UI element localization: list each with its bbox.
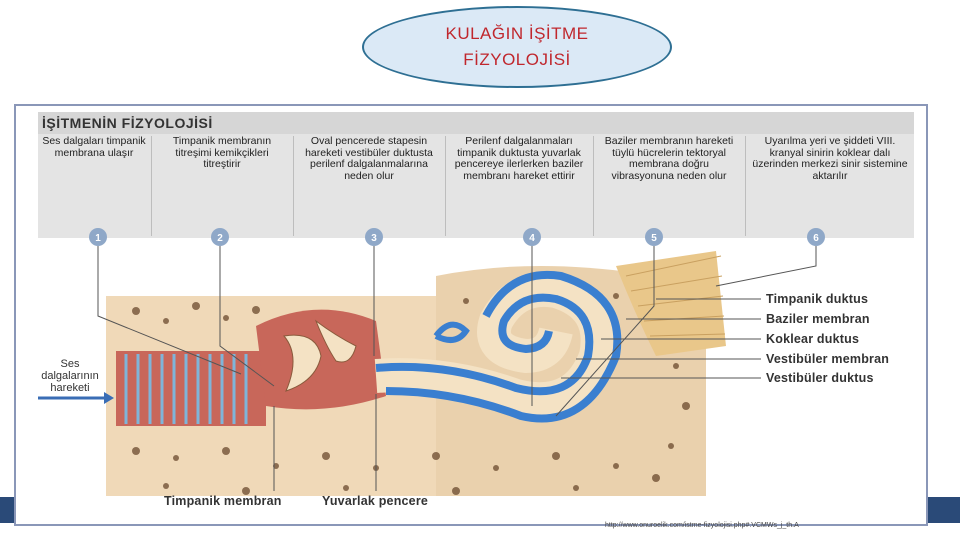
step-5-number: 5 [651,233,657,244]
hearing-physiology-figure: İŞİTMENİN FİZYOLOJİSİ Ses dalgaları timp… [14,104,928,526]
step-divider [745,136,746,236]
label-vestibular-membrane: Vestibüler membran [766,352,890,366]
label-round-window: Yuvarlak pencere [322,494,429,508]
label-tympanic-duct: Timpanik duktus [766,292,869,306]
label-vestibular-duct: Vestibüler duktus [766,371,874,385]
sound-waves-label: Ses dalgalarının hareketi [41,358,99,394]
steps-panel [38,134,914,238]
cochlear-nerve [616,251,726,356]
step-divider [593,136,594,236]
step-5-text: Baziler membranın hareketi tüylü hücrele… [604,135,734,182]
sound-arrow-head [104,392,114,404]
sound-wave-lines [124,354,248,424]
leader-lines [97,246,817,491]
step-4-number: 4 [529,233,535,244]
tympanic-duct [385,270,622,423]
step-divider [445,136,446,236]
source-url: http://www.onuroelik.com/istme-fizyoloji… [605,522,799,529]
step-4-text: Perilenf dalgalanmaları timpanik duktust… [454,135,584,182]
slide-title-oval: KULAĞIN İŞİTME FİZYOLOJİSİ [362,6,672,88]
figure-header: İŞİTMENİN FİZYOLOJİSİ [38,112,914,134]
step-6-text: Uyarılma yeri ve şiddeti VIII. kranyal s… [752,135,908,182]
vestibular-canal [433,321,470,343]
step-2-text: Timpanik membranın titreşimi kemikçikler… [172,135,272,170]
step-1-text: Ses dalgaları timpanik membrana ulaşır [42,135,146,159]
step-3-number: 3 [371,233,377,244]
step-divider [293,136,294,236]
ear-canal [116,351,266,426]
ear-anatomy-illustration: 1 2 3 4 5 6 [38,228,825,496]
label-basilar-membrane: Baziler membran [766,312,870,326]
bone-texture [132,293,690,495]
incus [314,319,357,363]
label-tympanic-membrane: Timpanik membran [164,494,282,508]
label-cochlear-duct: Koklear duktus [766,332,860,346]
cochlea-body [374,272,615,417]
slide-title-line1: KULAĞIN İŞİTME [445,24,589,43]
step-3-text: Oval pencerede stapesin hareketi vestibü… [305,135,433,182]
ossicles [283,334,322,392]
step-1-number: 1 [95,233,101,244]
step-divider [151,136,152,236]
step-2-number: 2 [217,233,223,244]
slide-title-line2: FİZYOLOJİSİ [463,50,571,69]
step-6-number: 6 [813,233,819,244]
vestibular-duct [375,293,594,396]
step-markers [89,228,825,246]
